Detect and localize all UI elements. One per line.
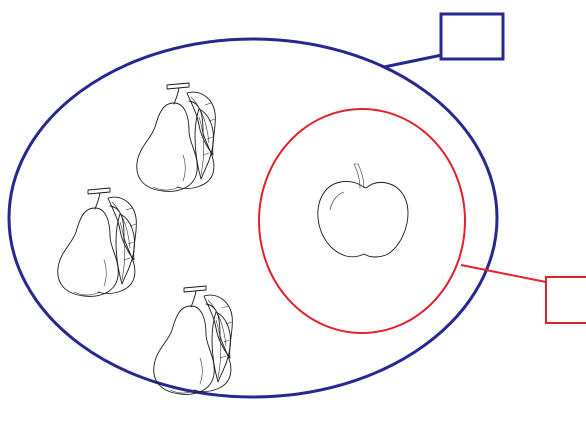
inner-set-connector xyxy=(461,265,546,282)
pear-icon xyxy=(154,286,233,394)
outer-set-ellipse xyxy=(9,39,497,397)
inner-set-ellipse xyxy=(259,109,465,333)
apple-icon xyxy=(318,164,408,257)
outer-set-connector xyxy=(384,55,442,67)
inner-set-label-box[interactable] xyxy=(546,277,586,323)
pear-icon xyxy=(58,188,137,296)
outer-set-label-box[interactable] xyxy=(441,14,503,59)
pear-icon xyxy=(137,83,216,191)
